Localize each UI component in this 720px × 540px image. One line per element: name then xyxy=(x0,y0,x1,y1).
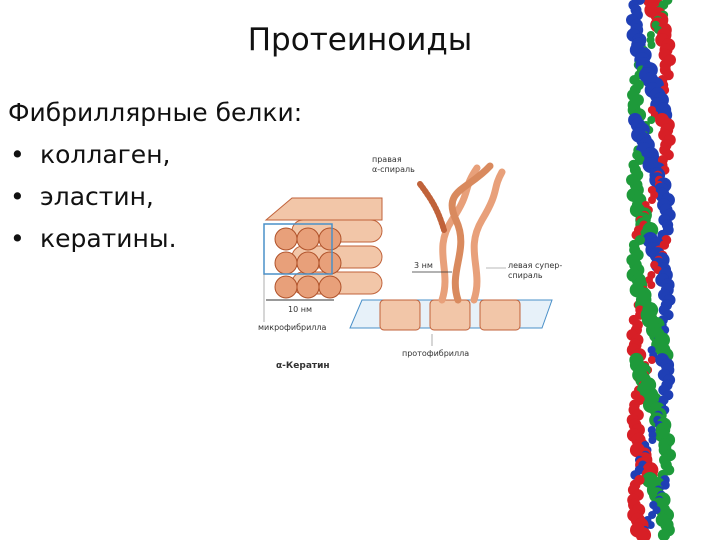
bullet-icon: • xyxy=(10,134,25,176)
label-3nm: 3 нм xyxy=(414,261,433,270)
label-left-superhelix-1: левая супер- xyxy=(508,261,562,270)
helix-bead xyxy=(648,436,656,444)
bullet-icon: • xyxy=(10,176,25,218)
helix-bead xyxy=(648,356,656,364)
label-10nm: 10 нм xyxy=(288,305,312,314)
protofibril-block: протофибрилла xyxy=(350,300,552,358)
keratin-diagram: 10 нм микрофибрилла протофибрилла правая… xyxy=(252,150,572,380)
heading-fibrillar-proteins: Фибриллярные белки: xyxy=(8,92,302,134)
label-microfibril: микрофибрилла xyxy=(258,323,327,332)
label-protofibril: протофибрилла xyxy=(402,349,469,358)
slide-title: Протеиноиды xyxy=(200,22,520,58)
superhelix-strands xyxy=(420,166,502,300)
label-right-helix-1: правая xyxy=(372,155,402,164)
list-item-text: кератины. xyxy=(40,224,177,253)
label-left-superhelix-2: спираль xyxy=(508,271,543,280)
protein-helix-image xyxy=(606,0,696,540)
helix-bead xyxy=(647,281,655,289)
list-item-text: коллаген, xyxy=(40,140,170,169)
list-item-text: эластин, xyxy=(40,182,154,211)
helix-bead xyxy=(647,41,655,49)
helix-bead xyxy=(648,196,656,204)
label-right-helix-2: α-спираль xyxy=(372,165,415,174)
bullet-icon: • xyxy=(10,218,25,260)
figure-caption: α-Кератин xyxy=(276,361,330,371)
